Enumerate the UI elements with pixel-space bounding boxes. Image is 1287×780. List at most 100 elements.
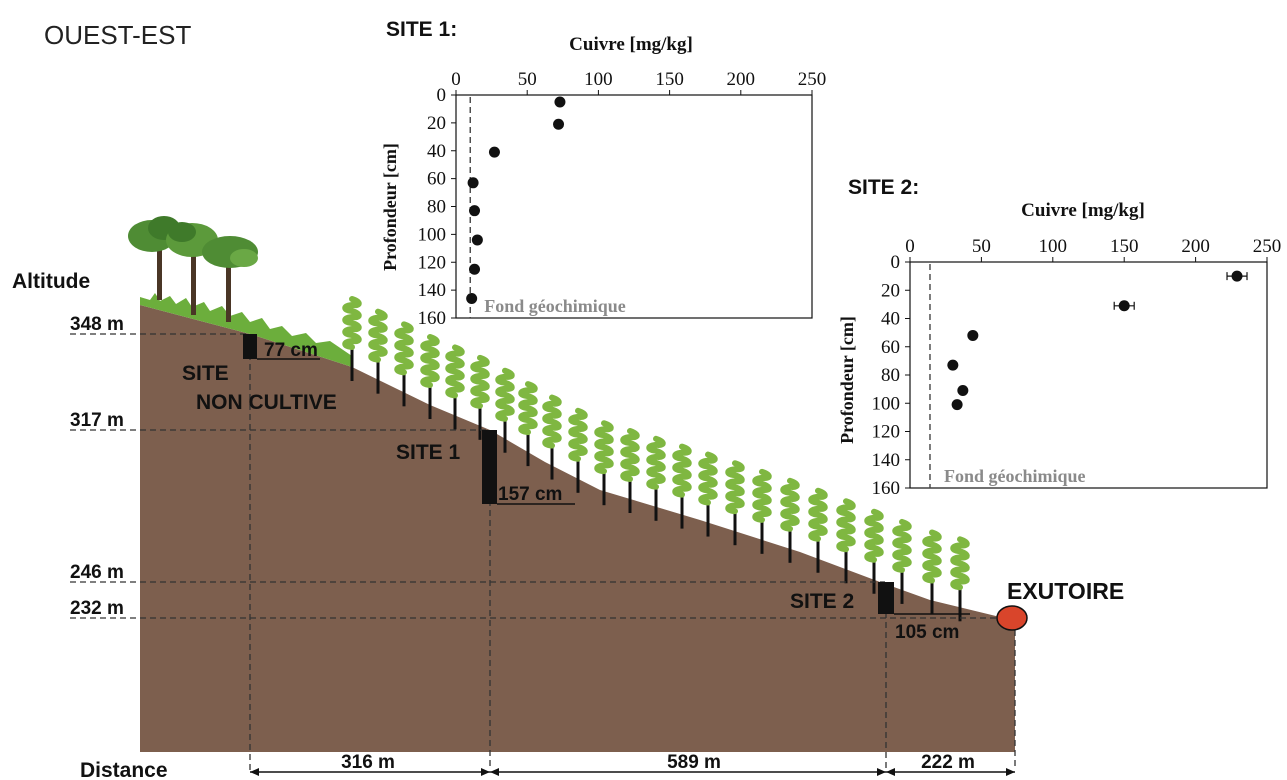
y-tick-label: 120 [872,422,901,443]
chart-site2-points [947,270,1248,411]
chart-site1-xlabel: Cuivre [mg/kg] [569,34,693,55]
data-point [466,292,478,304]
chart-site1-plot-area [455,94,813,319]
vine-icon [836,498,856,584]
y-tick-label: 120 [418,252,447,273]
vine-icon [470,354,490,440]
altitude-label: 348 m [70,314,124,335]
vineyard [342,296,970,622]
chart-site1-ylabel: Profondeur [cm] [380,143,400,271]
site-non-cultive-label: SITE [182,362,229,385]
x-tick-label: 50 [972,236,991,257]
core-site2 [878,582,894,614]
depth-label-site2: 105 cm [895,622,959,643]
data-point [1118,300,1130,312]
vine-icon [620,428,640,513]
tree-icon [166,222,218,315]
data-point [488,146,500,158]
altitude-label: 317 m [70,410,124,431]
y-tick-label: 20 [427,113,446,134]
y-tick-label: 80 [427,197,446,218]
chart-site2-title: SITE 2: [848,176,919,199]
chart-site2: SITE 2: Cuivre [mg/kg] Profondeur [cm] 0… [837,176,1281,499]
y-tick-label: 40 [427,141,446,162]
axis-distance-label: Distance [80,759,168,780]
y-tick-label: 0 [437,85,447,106]
altitude-labels: 348 m 317 m 246 m 232 m [70,314,124,619]
vine-icon [542,394,562,480]
data-point [951,399,963,411]
tree-group [128,216,258,322]
data-point [469,205,481,217]
x-tick-label: 200 [727,69,756,90]
y-tick-label: 100 [418,224,447,245]
vine-icon [420,334,440,419]
core-site1 [482,430,497,504]
x-tick-label: 250 [1253,236,1282,257]
y-tick-label: 20 [881,280,900,301]
depth-label-site1: 157 cm [498,484,562,505]
chart-site1: SITE 1: Cuivre [mg/kg] Profondeur [cm] 0… [380,18,826,329]
vine-icon [698,451,718,537]
chart-site1-xticks: 0 50 100 150 200 250 [451,69,826,95]
vine-icon [672,443,692,529]
y-tick-label: 140 [872,450,901,471]
site1-label: SITE 1 [396,441,461,464]
data-point [957,385,969,397]
data-point [1231,270,1243,282]
y-tick-label: 60 [881,337,900,358]
x-tick-label: 100 [1039,236,1068,257]
vine-icon [922,529,942,615]
distance-label: 222 m [921,752,975,773]
chart-site1-yticks: 0 20 40 60 80 100 120 140 160 [418,85,456,329]
data-point [947,359,959,371]
altitude-label: 246 m [70,562,124,583]
vine-icon [646,435,666,521]
tree-icon [202,236,258,322]
data-point [553,118,565,130]
depth-label-non-cultive: 77 cm [264,340,318,361]
y-tick-label: 160 [418,308,447,329]
x-tick-label: 100 [584,69,613,90]
vine-icon [342,296,362,381]
data-point [469,263,481,275]
y-tick-label: 100 [872,393,901,414]
vine-icon [864,508,884,594]
vine-icon [594,420,614,506]
x-tick-label: 250 [798,69,827,90]
data-point [554,96,566,108]
x-tick-label: 150 [1110,236,1139,257]
y-tick-label: 40 [881,309,900,330]
x-tick-label: 0 [905,236,915,257]
y-tick-label: 60 [427,169,446,190]
vine-icon [725,460,745,546]
y-tick-label: 160 [872,478,901,499]
distance-label: 316 m [341,752,395,773]
x-tick-label: 50 [518,69,537,90]
y-tick-label: 80 [881,365,900,386]
chart-site2-plot-area [909,261,1268,489]
diagram-title: OUEST-EST [44,20,191,50]
axis-altitude-label: Altitude [12,270,90,293]
chart-site1-title: SITE 1: [386,18,457,41]
vine-icon [445,344,465,430]
vine-icon [568,407,588,493]
site-non-cultive-label: NON CULTIVE [196,391,337,414]
x-tick-label: 0 [451,69,461,90]
y-tick-label: 0 [891,252,901,273]
x-tick-label: 150 [655,69,684,90]
data-point [467,177,479,189]
site2-label: SITE 2 [790,590,854,613]
data-point [471,234,483,246]
distance-label: 589 m [667,752,721,773]
outlet-label: EXUTOIRE [1007,578,1124,604]
chart-site2-xticks: 0 50 100 150 200 250 [905,236,1281,262]
vine-icon [892,518,912,604]
vine-icon [780,477,800,563]
chart-site2-ylabel: Profondeur [cm] [837,316,857,444]
y-tick-label: 140 [418,280,447,301]
core-non-cultive [243,334,257,359]
vine-icon [394,321,414,407]
vine-icon [950,536,970,622]
x-tick-label: 200 [1181,236,1210,257]
